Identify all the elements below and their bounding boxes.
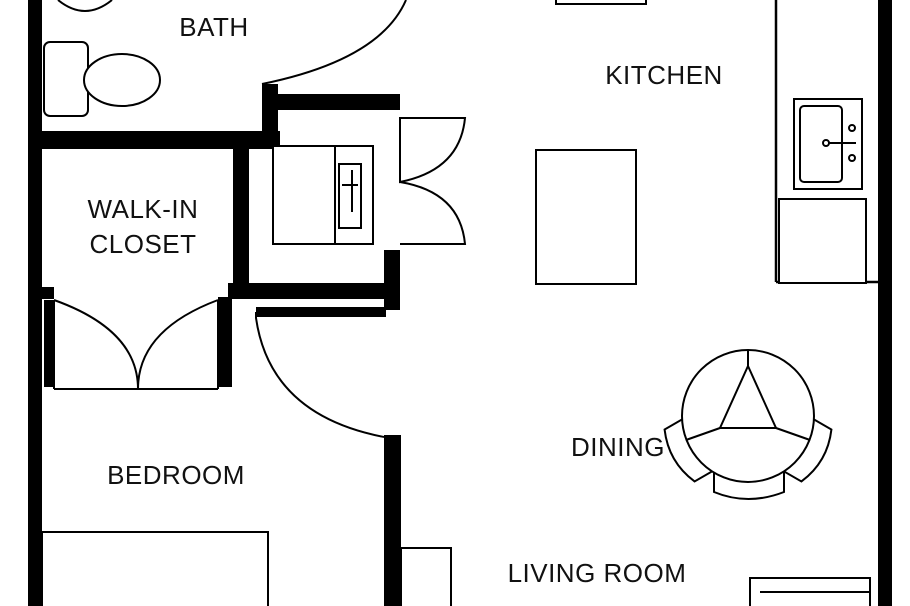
bed-icon: [41, 531, 269, 606]
label-bath: BATH: [179, 12, 248, 42]
label-kitchen: KITCHEN: [605, 60, 723, 90]
wall-closet-jamb-left-2: [44, 300, 54, 387]
doors: [53, 299, 385, 438]
dryer-panel: [338, 163, 362, 229]
kitchen-island-icon: [535, 149, 637, 285]
wall-right-exterior: [878, 0, 892, 606]
wall-laundry-bottom: [228, 283, 400, 299]
wall-laundry-stub: [384, 250, 400, 310]
closet-door-right-icon: [136, 299, 219, 390]
washer-icon: [272, 145, 336, 245]
dryer-icon: [334, 145, 374, 245]
wall-bedroom-right: [384, 435, 401, 606]
wall-bath-right: [262, 84, 278, 146]
dining-table-icon: [681, 349, 815, 483]
laundry-door-top-icon: [399, 117, 467, 184]
room-labels: BATH KITCHEN WALK-IN CLOSET DINING BEDRO…: [88, 12, 723, 588]
wall-left-exterior: [28, 0, 42, 606]
kitchen-fixtures: [535, 0, 878, 285]
bedroom-furniture: [41, 531, 871, 606]
living-side-table-icon: [400, 547, 452, 606]
label-living-room: LIVING ROOM: [508, 558, 687, 588]
label-dining: DINING: [571, 432, 665, 462]
wall-closet-right: [233, 147, 249, 297]
laundry: [272, 117, 467, 245]
toilet-bowl-icon: [83, 53, 161, 107]
walls: [28, 0, 892, 606]
bath-fixtures: [43, 0, 407, 117]
dishwasher-icon: [778, 198, 867, 284]
laundry-door-bottom-icon: [399, 181, 467, 245]
wall-laundry-top: [262, 94, 400, 110]
wall-bath-bottom: [28, 131, 280, 149]
wall-closet-jamb-left: [42, 287, 54, 299]
dining-set: [663, 349, 833, 500]
kitchen-top-counter-icon: [555, 0, 647, 5]
label-bedroom: BEDROOM: [107, 460, 245, 490]
label-walk-in-closet-line1: WALK-IN: [88, 194, 199, 224]
label-walk-in-closet-line2: CLOSET: [89, 229, 196, 259]
wall-bedroom-top-right: [256, 307, 386, 317]
toilet-tank-icon: [43, 41, 89, 117]
bath-door-swing: [261, 0, 407, 85]
bath-sink-icon: [57, 0, 113, 12]
closet-door-left-icon: [53, 299, 140, 390]
bedroom-door-swing: [255, 312, 385, 438]
wall-closet-jamb-right: [218, 297, 232, 387]
